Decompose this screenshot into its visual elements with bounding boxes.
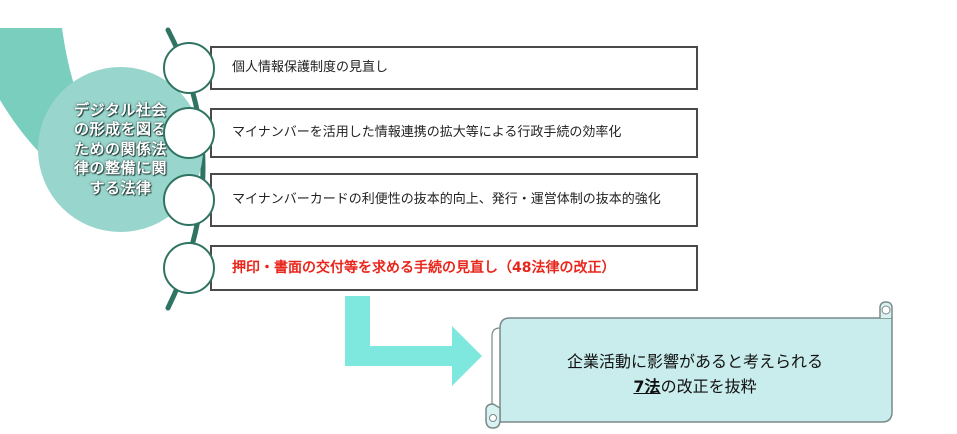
hub-label-line: 律の整備に関: [73, 159, 167, 178]
scroll-text: 企業活動に影響があると考えられる 7法の改正を抜粋: [510, 337, 880, 413]
hub-label-line: する法律: [89, 178, 152, 197]
item-bullet-circle: [163, 242, 215, 294]
item-box: マイナンバーカードの利便性の抜本的向上、発行・運営体制の抜本的強化: [210, 173, 698, 227]
scroll-line-1: 企業活動に影響があると考えられる: [566, 352, 823, 372]
item-text: マイナンバーを活用した情報連携の拡大等による行政手続の効率化: [232, 125, 622, 141]
hub-label: デジタル社会の形成を図るための関係法律の整備に関する法律: [38, 67, 203, 232]
item-bullet-circle: [163, 174, 215, 226]
hub-label-line: の形成を図る: [73, 120, 167, 139]
scroll-banner: [485, 301, 893, 429]
scroll-line-2: 7法の改正を抜粋: [633, 375, 756, 400]
scroll-line-2-rest: の改正を抜粋: [660, 377, 757, 396]
item-text: マイナンバーカードの利便性の抜本的向上、発行・運営体制の抜本的強化: [232, 192, 661, 208]
hub-label-line: デジタル社会: [74, 100, 167, 119]
hub-label-line: ための関係法: [73, 139, 167, 158]
scroll-emphasis: 7法: [633, 377, 661, 396]
item-text: 押印・書面の交付等を求める手続の見直し（48法律の改正）: [232, 259, 616, 276]
item-bullet-circle: [163, 42, 215, 94]
item-text: 個人情報保護制度の見直し: [232, 60, 389, 76]
item-box: マイナンバーを活用した情報連携の拡大等による行政手続の効率化: [210, 108, 698, 158]
bent-arrow: [345, 296, 482, 386]
item-box: 個人情報保護制度の見直し: [210, 46, 698, 90]
item-box: 押印・書面の交付等を求める手続の見直し（48法律の改正）: [210, 245, 698, 291]
item-bullet-circle: [163, 107, 215, 159]
